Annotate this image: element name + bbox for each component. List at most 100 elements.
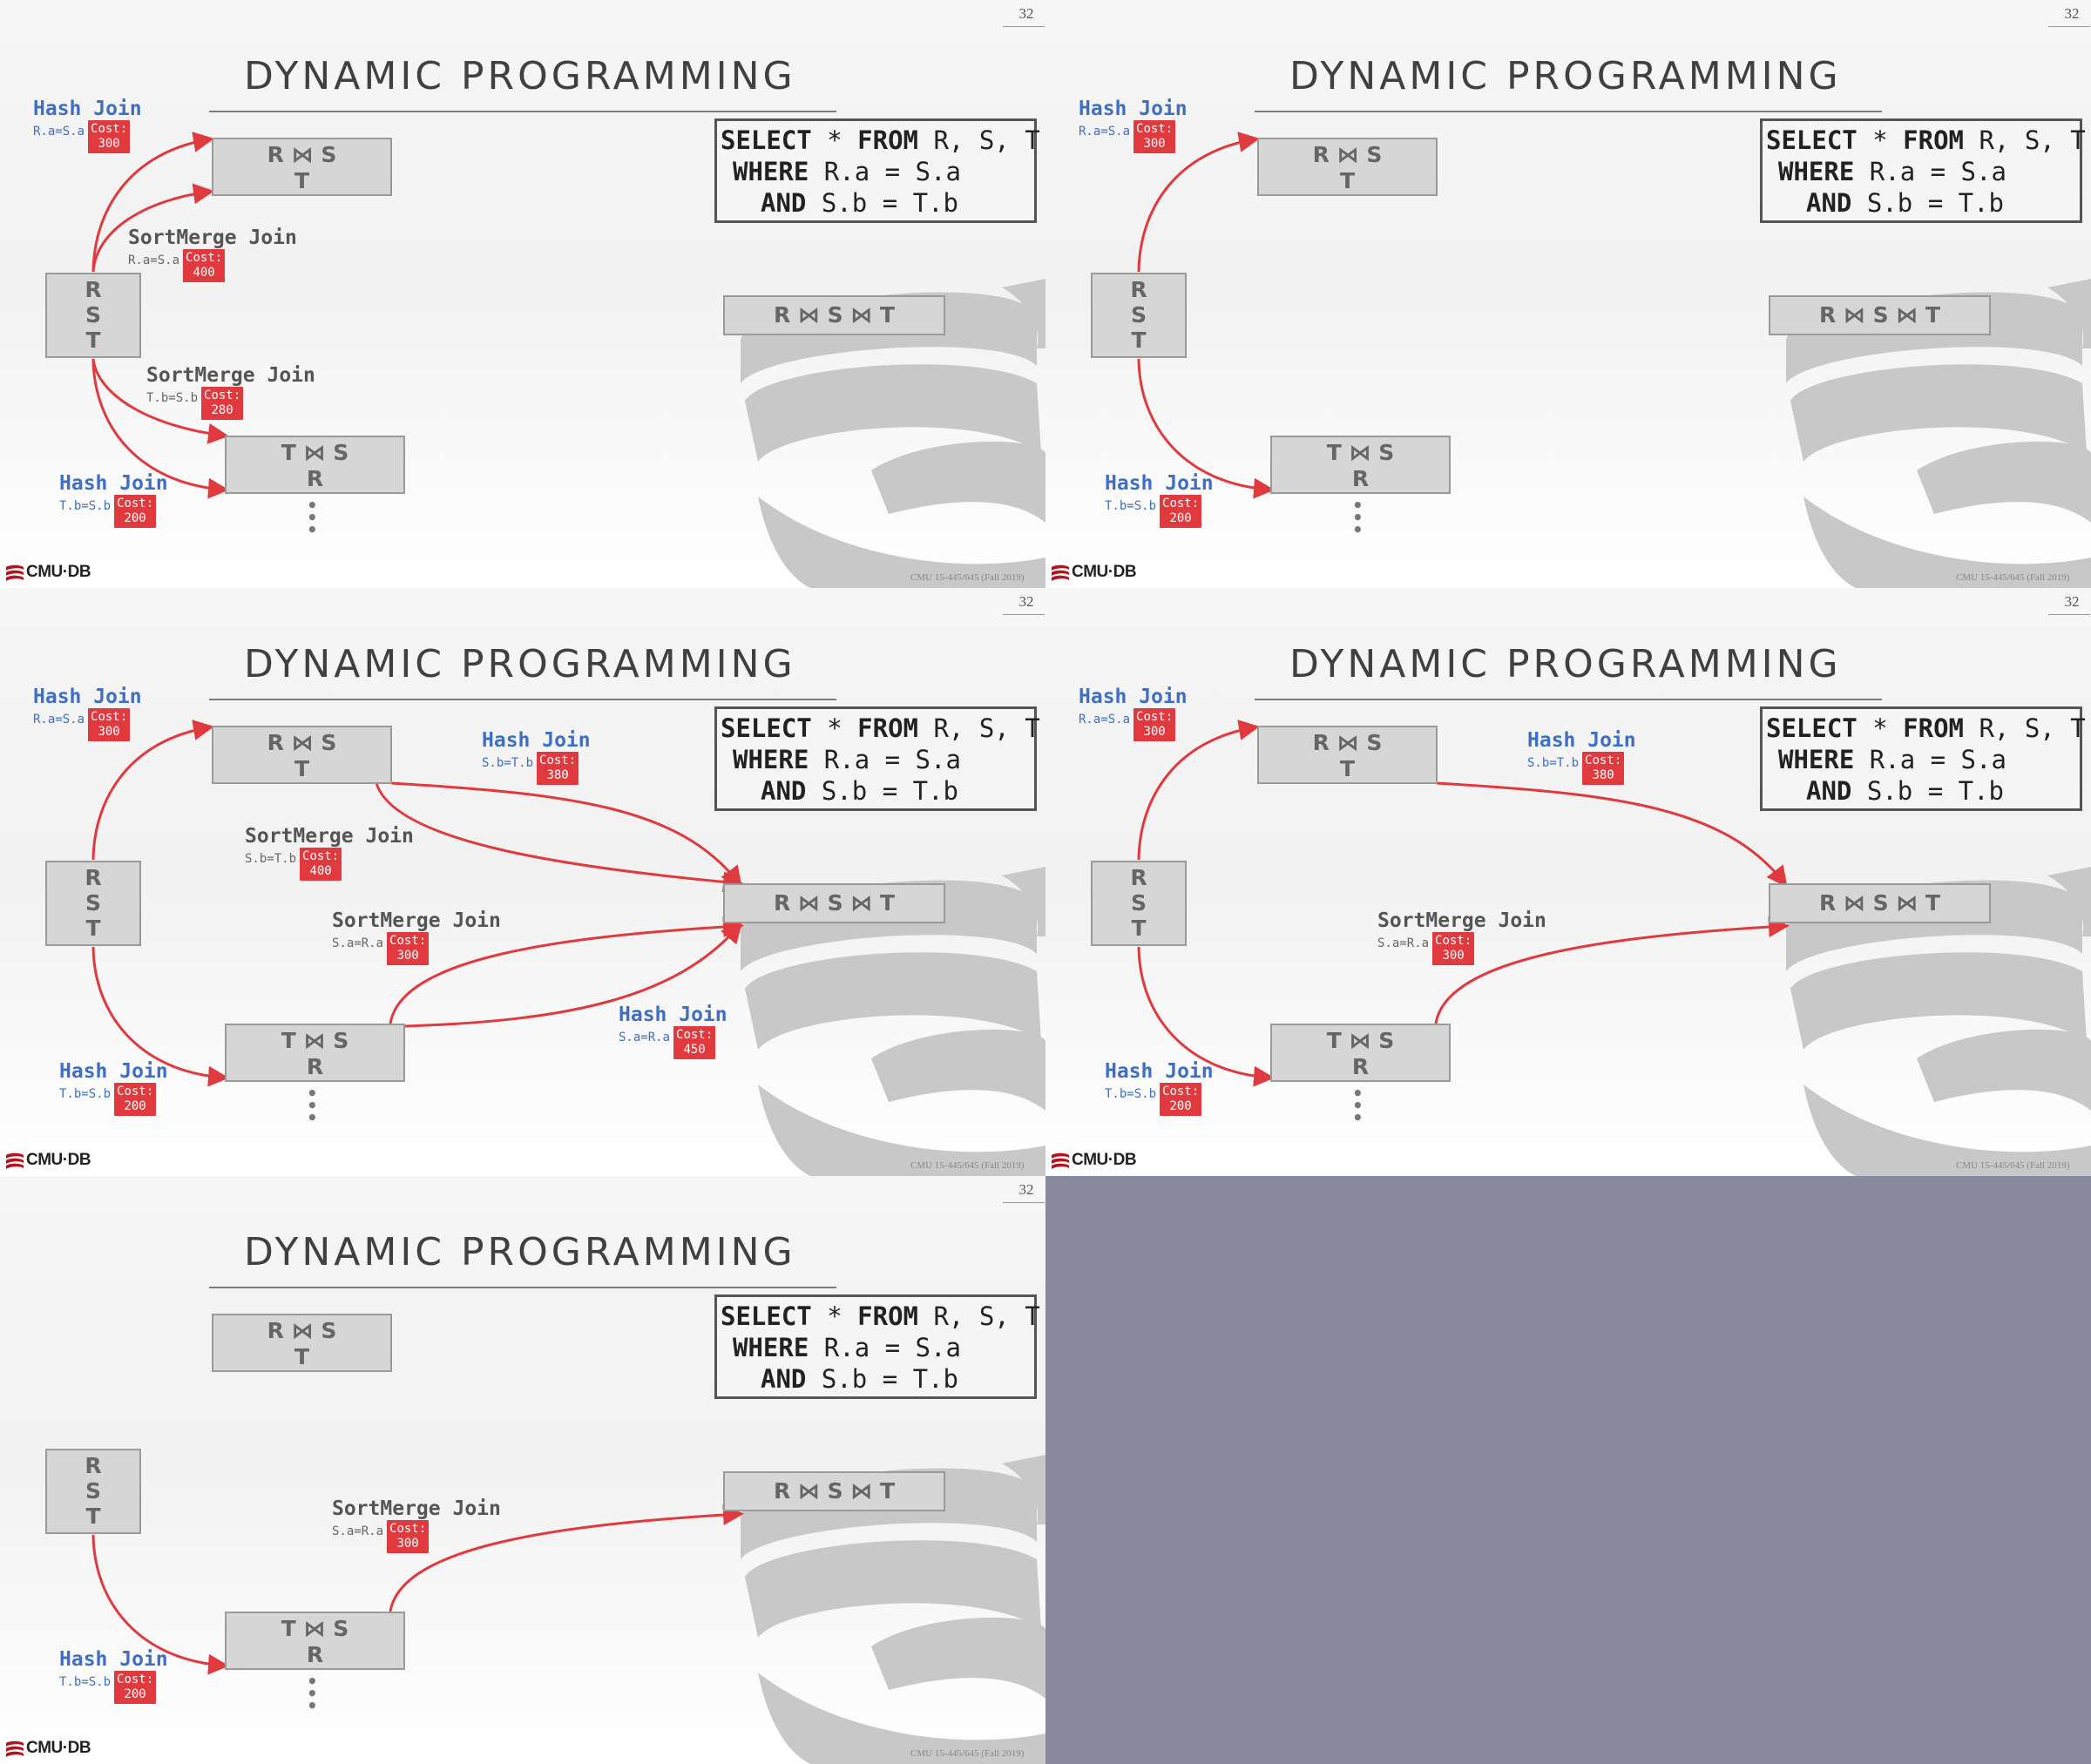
- edge-final-hash-from-ts: [403, 922, 742, 1028]
- database-logo-icon: [6, 564, 24, 581]
- sql-keyword: FROM: [857, 1301, 918, 1331]
- logo-text: CMU·DB: [26, 563, 91, 581]
- edge-final-hash-from-rs: [1436, 781, 1788, 888]
- join-algorithm-name: Hash Join: [1527, 729, 1636, 752]
- sql-keyword: SELECT: [1766, 713, 1858, 743]
- sql-line-and: AND S.b = T.b: [721, 187, 1034, 219]
- cost-value: 200: [1169, 1099, 1192, 1113]
- cost-value: 300: [1442, 949, 1465, 963]
- cost-label: Cost:: [117, 1085, 154, 1098]
- database-watermark-shape: [1002, 279, 1046, 348]
- node-r-s-t-line: R: [1130, 277, 1147, 302]
- sql-text: S.b = T.b: [806, 1364, 958, 1394]
- edge-rs-hash: [91, 720, 214, 861]
- title-underline: [209, 1287, 836, 1288]
- ellipsis-icon: • • •: [1352, 495, 1364, 540]
- cost-badge: Cost:300: [1133, 708, 1176, 741]
- join-algorithm-name: SortMerge Join: [245, 825, 414, 848]
- cost-value: 200: [124, 1099, 146, 1113]
- cost-value: 380: [1592, 768, 1614, 782]
- cost-value: 400: [193, 266, 215, 280]
- cost-badge: Cost:380: [1582, 752, 1625, 785]
- sql-text: S.b = T.b: [1851, 188, 2004, 218]
- sql-line-where: WHERE R.a = S.a: [721, 744, 1034, 775]
- node-r-s-t-line: T: [85, 1504, 101, 1529]
- course-footer: CMU 15-445/645 (Fall 2019): [1956, 1160, 2070, 1171]
- node-r-s-t-line: S: [85, 1478, 101, 1504]
- cost-value: 380: [546, 768, 569, 782]
- sql-line-select: SELECT * FROM R, S, T: [721, 1301, 1040, 1332]
- cost-value: 300: [1143, 725, 1166, 739]
- join-algorithm-name: SortMerge Join: [146, 364, 315, 387]
- database-watermark-shape: [1803, 497, 2091, 588]
- database-watermark-shape: [745, 364, 1041, 462]
- node-r-s-t-line: R: [85, 1453, 102, 1478]
- cost-label: Cost:: [1162, 1085, 1200, 1098]
- join-condition: S.a=R.a: [619, 1031, 671, 1044]
- page-number-rule: [2048, 614, 2090, 615]
- node-t-join-s-then-r-line: T ⋈ S: [1326, 440, 1395, 465]
- sql-line-and: AND S.b = T.b: [1766, 775, 2080, 807]
- edge-rs-hash: [1137, 720, 1260, 861]
- database-watermark-shape: [1002, 1455, 1046, 1524]
- node-r-join-s-then-t-line: R ⋈ S: [267, 1318, 337, 1343]
- page-number: 32: [2064, 5, 2080, 22]
- diagram-canvas: [91, 132, 1046, 588]
- node-t-join-s-then-r-line: T ⋈ S: [1326, 1028, 1395, 1053]
- sql-text: R, S, T: [918, 713, 1040, 743]
- slide-title: DYNAMIC PROGRAMMING: [244, 642, 796, 686]
- join-algorithm-name: Hash Join: [59, 1648, 168, 1671]
- cost-badge: Cost:200: [114, 1671, 157, 1704]
- slide-title: DYNAMIC PROGRAMMING: [244, 54, 796, 98]
- sql-line-and: AND S.b = T.b: [721, 1363, 1034, 1395]
- title-underline: [209, 111, 836, 112]
- database-watermark-icon: [1786, 867, 2091, 1176]
- node-r-join-s-then-t-line: T: [1339, 168, 1356, 193]
- node-r-join-s-join-t: R ⋈ S ⋈ T: [723, 883, 945, 923]
- cost-label: Cost:: [117, 497, 154, 510]
- sql-line-select: SELECT * FROM R, S, T: [721, 713, 1040, 744]
- edge-final-merge-from-ts: [1434, 916, 1790, 1024]
- cost-label: Cost:: [389, 934, 427, 948]
- node-r-join-s-then-t-line: R ⋈ S: [1312, 142, 1383, 167]
- cost-label: Cost:: [91, 710, 128, 724]
- cost-value: 200: [124, 1687, 146, 1701]
- cost-badge: Cost:200: [114, 1083, 157, 1116]
- title-underline: [1255, 699, 1882, 700]
- sql-keyword: AND: [761, 776, 807, 806]
- edge-ts-hash: [1137, 358, 1275, 499]
- node-r-s-t-line: S: [85, 890, 101, 916]
- join-algorithm-name: Hash Join: [33, 686, 142, 708]
- database-logo-icon: [6, 1740, 24, 1757]
- join-algorithm-name: SortMerge Join: [332, 909, 501, 932]
- node-r-s-t-line: T: [1131, 916, 1147, 941]
- edge-final-hash-from-rs: [390, 781, 742, 888]
- join-algorithm-name: Hash Join: [1079, 98, 1188, 120]
- sql-keyword: FROM: [1903, 713, 1964, 743]
- edge-rs-hash: [1137, 132, 1260, 273]
- logo-text: CMU·DB: [26, 1739, 91, 1757]
- cost-badge: Cost:400: [183, 249, 226, 282]
- database-watermark-shape: [871, 1617, 1046, 1699]
- node-t-join-s-then-r-line: T ⋈ S: [281, 1028, 349, 1053]
- join-algorithm-name: Hash Join: [1079, 686, 1188, 708]
- cost-badge: Cost:400: [300, 848, 342, 881]
- sql-text: R.a = S.a: [1854, 157, 2006, 186]
